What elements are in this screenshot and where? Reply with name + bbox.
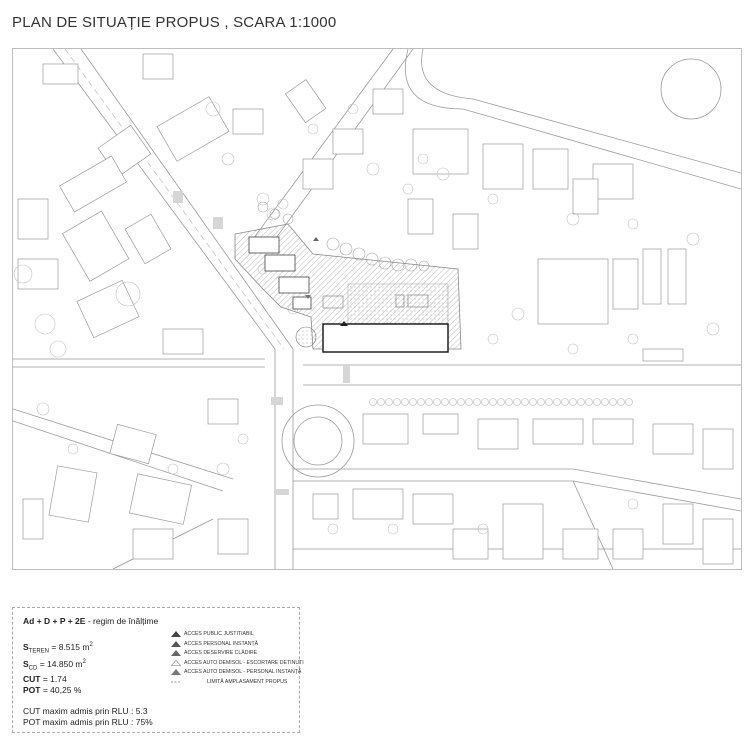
stat-s-teren: STEREN = 8.515 m2 — [23, 641, 93, 655]
dashed-line-icon — [171, 681, 181, 682]
main-court-building — [322, 323, 449, 353]
stat-cut: CUT = 1.74 — [23, 674, 67, 685]
height-regime: Ad + D + P + 2E - regim de înălțime — [23, 616, 158, 626]
page-title: PLAN DE SITUAȚIE PROPUS , SCARA 1:1000 — [12, 14, 337, 31]
trees — [13, 101, 720, 535]
existing-buildings — [17, 53, 734, 565]
access-arrow-icon — [313, 237, 319, 241]
triangle-icon — [171, 640, 181, 647]
regime-text: - regim de înălțime — [85, 616, 159, 626]
access-arrow-icon — [305, 295, 311, 299]
street-tree-row — [369, 398, 633, 406]
triangle-icon — [171, 631, 181, 637]
access-arrow-icon — [340, 321, 348, 326]
legend-panel: Ad + D + P + 2E - regim de înălțime STER… — [12, 607, 304, 733]
rlu-cut: CUT maxim admis prin RLU : 5.3 — [23, 706, 148, 716]
roundabout — [281, 404, 355, 478]
ramps — [322, 294, 429, 309]
rlu-limits: CUT maxim admis prin RLU : 5.3 POT maxim… — [23, 706, 153, 728]
round-pavilion — [295, 326, 317, 348]
inner-courtyard — [347, 283, 449, 325]
proposed-site-area — [234, 223, 462, 353]
triangle-outline-icon — [171, 659, 181, 666]
triangle-icon — [171, 669, 181, 675]
site-statistics: STEREN = 8.515 m2 SCD = 14.850 m2 CUT = … — [23, 640, 93, 695]
site-plan-drawing — [13, 49, 741, 569]
triangle-icon — [171, 650, 181, 656]
stat-pot: POT = 40,25 % — [23, 684, 82, 695]
road-network — [13, 49, 741, 569]
round-plaza — [660, 58, 722, 120]
crosswalks — [173, 191, 350, 495]
rlu-pot: POT maxim admis prin RLU : 75% — [23, 717, 153, 727]
site-plan-map[interactable] — [12, 48, 742, 570]
stat-s-cd: SCD = 14.850 m2 — [23, 658, 86, 672]
regime-code: Ad + D + P + 2E — [23, 616, 86, 626]
proposed-building-blocks — [248, 236, 312, 310]
